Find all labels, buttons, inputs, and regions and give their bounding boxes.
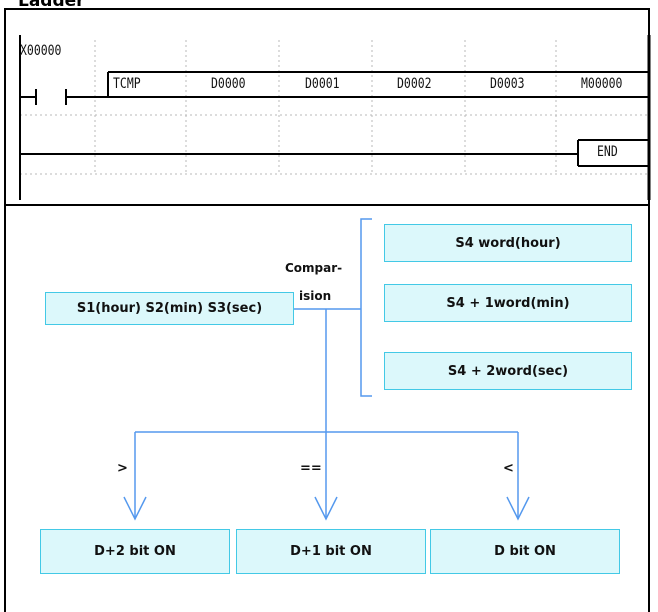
operand-s2: D0001: [305, 76, 340, 92]
contact-label: X00000: [20, 43, 62, 59]
target-box-hour: S4 word(hour): [384, 224, 632, 262]
operand-s3: D0002: [397, 76, 432, 92]
target-box-min: S4 + 1word(min): [384, 284, 632, 322]
operand-s4: D0003: [490, 76, 525, 92]
result-box-d2: D+2 bit ON: [40, 529, 230, 574]
comparison-label-1: Compar-: [285, 261, 343, 275]
symbol-equal: ==: [300, 461, 322, 476]
instruction-name: TCMP: [113, 76, 141, 92]
result-box-d1: D+1 bit ON: [236, 529, 426, 574]
symbol-less: <: [503, 461, 514, 476]
diagram-panel: [4, 206, 650, 612]
comparison-label-2: ision: [299, 289, 332, 303]
result-box-d: D bit ON: [430, 529, 620, 574]
symbol-greater: >: [117, 461, 128, 476]
operand-s1: D0000: [211, 76, 246, 92]
target-box-sec: S4 + 2word(sec): [384, 352, 632, 390]
end-label: END: [597, 144, 618, 160]
source-box: S1(hour) S2(min) S3(sec): [45, 292, 294, 325]
operand-d: M00000: [581, 76, 623, 92]
ladder-title: Ladder: [18, 0, 85, 11]
